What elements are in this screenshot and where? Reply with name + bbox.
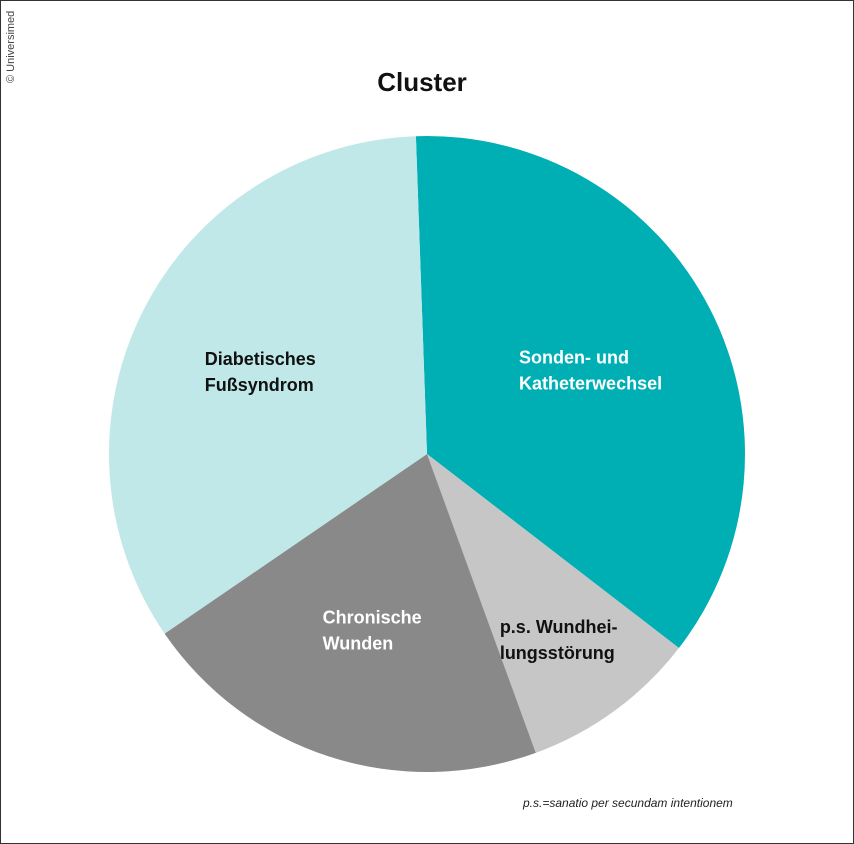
chart-title: Cluster — [377, 67, 467, 97]
footnote: p.s.=sanatio per secundam intentionem — [523, 796, 733, 810]
pie-slice-0 — [415, 135, 745, 649]
pie-slice-3 — [109, 136, 427, 634]
pie-slice-1 — [427, 454, 679, 753]
pie-slice-label-1: p.s. Wundhei-lungsstörung — [500, 617, 618, 663]
pie-slice-2 — [164, 454, 536, 772]
